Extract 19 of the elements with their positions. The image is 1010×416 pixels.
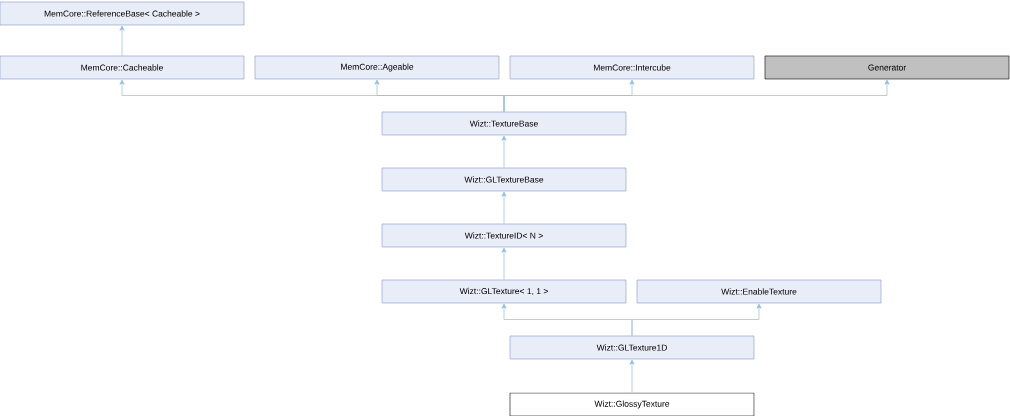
class-box: Wizt::GLTexture< 1, 1 > [381, 279, 627, 304]
class-box: Wizt::GLTextureBase [381, 167, 627, 192]
class-box: Wizt::EnableTexture [636, 279, 882, 304]
inheritance-arrow [119, 25, 125, 57]
class-box: MemCore::Intercube [509, 55, 755, 80]
class-box: MemCore::ReferenceBase< Cacheable > [0, 1, 245, 26]
class-box: Wizt::GlossyTexture [509, 392, 755, 416]
inheritance-arrow [501, 135, 507, 169]
inheritance-arrow [631, 303, 762, 337]
inheritance-arrow [501, 191, 507, 225]
class-box: Wizt::GLTexture1D [509, 335, 755, 360]
class-box: Generator [764, 55, 1010, 80]
class-box: MemCore::Cacheable [0, 55, 245, 80]
class-box: Wizt::TextureID< N > [381, 223, 627, 248]
inheritance-arrow [629, 359, 635, 394]
inheritance-arrow [501, 247, 507, 281]
inheritance-arrow [503, 79, 890, 113]
class-box: Wizt::TextureBase [381, 111, 627, 136]
class-box: MemCore::Ageable [254, 55, 500, 80]
